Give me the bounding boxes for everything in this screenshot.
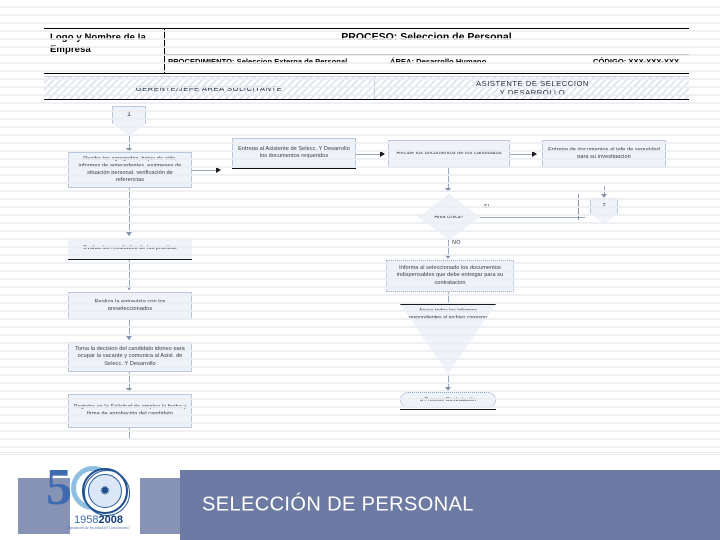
flow-node-n8-label: a Proceso Contratación bbox=[419, 397, 477, 403]
flow-node-n3: Recibe los documentos de los candidatos bbox=[388, 140, 510, 168]
slide-title: SELECCIÓN DE PERSONAL bbox=[202, 493, 474, 516]
arrow-down-decision bbox=[445, 188, 451, 192]
swimlane-asistente-label: ASISTENTE DE SELECCIÓN Y DESARROLLO bbox=[476, 79, 589, 97]
arrow-down-n10 bbox=[126, 286, 132, 290]
flow-node-n1-label: Recibe los agregados, hojas de vida, inf… bbox=[78, 155, 182, 184]
swimlane-header-band: GERENTE/JEFE AREA SOLICITANTE ASISTENTE … bbox=[44, 76, 689, 100]
arrow-down-n12 bbox=[126, 388, 132, 392]
connector-n1-to-n9 bbox=[129, 188, 130, 236]
flowchart-canvas: 1 Recibe los agregados, hojas de vida, i… bbox=[0, 98, 720, 450]
company-logo-label: Logo y Nombre de la Empresa bbox=[50, 32, 146, 55]
flow-node-n2-underline bbox=[232, 168, 356, 170]
logo-five-numeral: 5 bbox=[46, 459, 72, 516]
flow-node-n2-label: Entrega al Asistente de Selecc. Y Desarr… bbox=[238, 145, 350, 159]
header-bottom-rule bbox=[44, 73, 689, 74]
logo-year-end: 2008 bbox=[98, 514, 123, 526]
swimlane-gerente-label: GERENTE/JEFE AREA SOLICITANTE bbox=[135, 83, 283, 93]
connector-n3-to-decision bbox=[448, 168, 449, 190]
flow-decision-area-critica: Area crítica? bbox=[418, 194, 480, 240]
header-middle-rule bbox=[164, 54, 689, 55]
flow-node-n6-label: Informa al seleccionado los documentos i… bbox=[396, 265, 504, 286]
flow-node-n11: Toma la decision del candidato idoneo pa… bbox=[68, 342, 192, 372]
swimlane-asistente: ASISTENTE DE SELECCIÓN Y DESARROLLO bbox=[374, 77, 690, 99]
logo-tagline: "Repositorio de Sociedad del Conocimient… bbox=[66, 526, 131, 530]
edge-label-no: NO bbox=[452, 240, 461, 246]
arrow-down-n11 bbox=[126, 336, 132, 340]
header-meta-row: PROCEDIMIENTO: Seleccion Externa de Pers… bbox=[168, 57, 708, 71]
arrow-down-n8 bbox=[445, 387, 451, 391]
espol-seal-icon: ✹ bbox=[82, 468, 130, 516]
flow-node-n6: Informa al seleccionado los documentos i… bbox=[386, 260, 514, 292]
flow-node-n3-label: Recibe los documentos de los candidatos bbox=[396, 150, 502, 157]
flow-node-n9-label: Evalua los resultados de las pruebas bbox=[83, 244, 177, 251]
flow-start-marker-label: 1 bbox=[127, 111, 131, 118]
arrow-down-n9 bbox=[126, 232, 132, 236]
flow-node-n4: Entrega de documentos al jefe de segurid… bbox=[542, 140, 666, 168]
flow-node-n12-label: Registra en la Solicitud de empleo la fe… bbox=[73, 403, 187, 417]
header-top-rule bbox=[44, 28, 689, 29]
logo-year-start: 1958 bbox=[74, 514, 99, 526]
flow-offpage-connector: 2 bbox=[590, 198, 618, 224]
footer-divider bbox=[0, 452, 720, 453]
footer-accent-square-left bbox=[18, 478, 70, 534]
flow-node-n8-underline bbox=[400, 409, 496, 410]
arrow-right-n2-n3 bbox=[380, 150, 385, 157]
logo-years: 19582008 bbox=[74, 514, 123, 526]
seal-outer-ring bbox=[84, 470, 130, 516]
slide-title-banner: SELECCIÓN DE PERSONAL bbox=[180, 470, 720, 540]
flow-node-n9: Evalua los resultados de las pruebas bbox=[68, 238, 192, 260]
flow-node-n2: Entrega al Asistente de Selecc. Y Desarr… bbox=[232, 138, 356, 168]
process-title: PROCESO: Seleccion de Personal bbox=[341, 31, 512, 43]
flow-node-n1: Recibe los agregados, hojas de vida, inf… bbox=[68, 152, 192, 188]
arrow-right-n3-n4 bbox=[532, 150, 537, 157]
flow-node-n7-label: Anexa todos los informes correspondiente… bbox=[401, 308, 495, 321]
connector-decision-si bbox=[480, 217, 585, 218]
document-header: Logo y Nombre de la Empresa PROCESO: Sel… bbox=[44, 28, 689, 74]
arrow-right-n1-n2 bbox=[216, 166, 221, 173]
flow-start-marker: 1 bbox=[112, 106, 146, 136]
flow-node-n11-label: Toma la decision del candidato idoneo pa… bbox=[75, 346, 185, 367]
header-procedimiento: PROCEDIMIENTO: Seleccion Externa de Pers… bbox=[168, 57, 348, 66]
connector-n12-tail bbox=[129, 428, 130, 440]
flow-node-n7: Anexa todos los informes correspondiente… bbox=[400, 304, 496, 374]
espol-anniversary-logo: 5 ✹ 19582008 "Repositorio de Sociedad de… bbox=[44, 458, 160, 536]
flow-offpage-connector-label: 2 bbox=[602, 203, 606, 209]
flow-node-n8: a Proceso Contratación bbox=[400, 392, 496, 408]
swimlane-gerente: GERENTE/JEFE AREA SOLICITANTE bbox=[44, 77, 374, 99]
arrow-down-offpage bbox=[601, 194, 607, 198]
connector-n6-to-n7 bbox=[448, 292, 449, 304]
flow-node-n10-label: Realiza la entrevista con los preselecci… bbox=[94, 298, 166, 312]
flow-node-n12: Registra en la Solicitud de empleo la fe… bbox=[68, 394, 192, 428]
offpage-side-rule bbox=[578, 194, 579, 220]
flow-decision-label: Area crítica? bbox=[434, 213, 464, 220]
flow-node-n4-label: Entrega de documentos al jefe de segurid… bbox=[548, 146, 660, 160]
header-codigo: CÓDIGO: XXX-XXX-XXX bbox=[593, 57, 680, 66]
header-area: ÁREA: Desarrollo Humano bbox=[390, 57, 487, 66]
edge-label-si: SI bbox=[484, 204, 490, 210]
arrow-down-no bbox=[445, 255, 451, 259]
flow-node-n10: Realiza la entrevista con los preselecci… bbox=[68, 292, 192, 320]
